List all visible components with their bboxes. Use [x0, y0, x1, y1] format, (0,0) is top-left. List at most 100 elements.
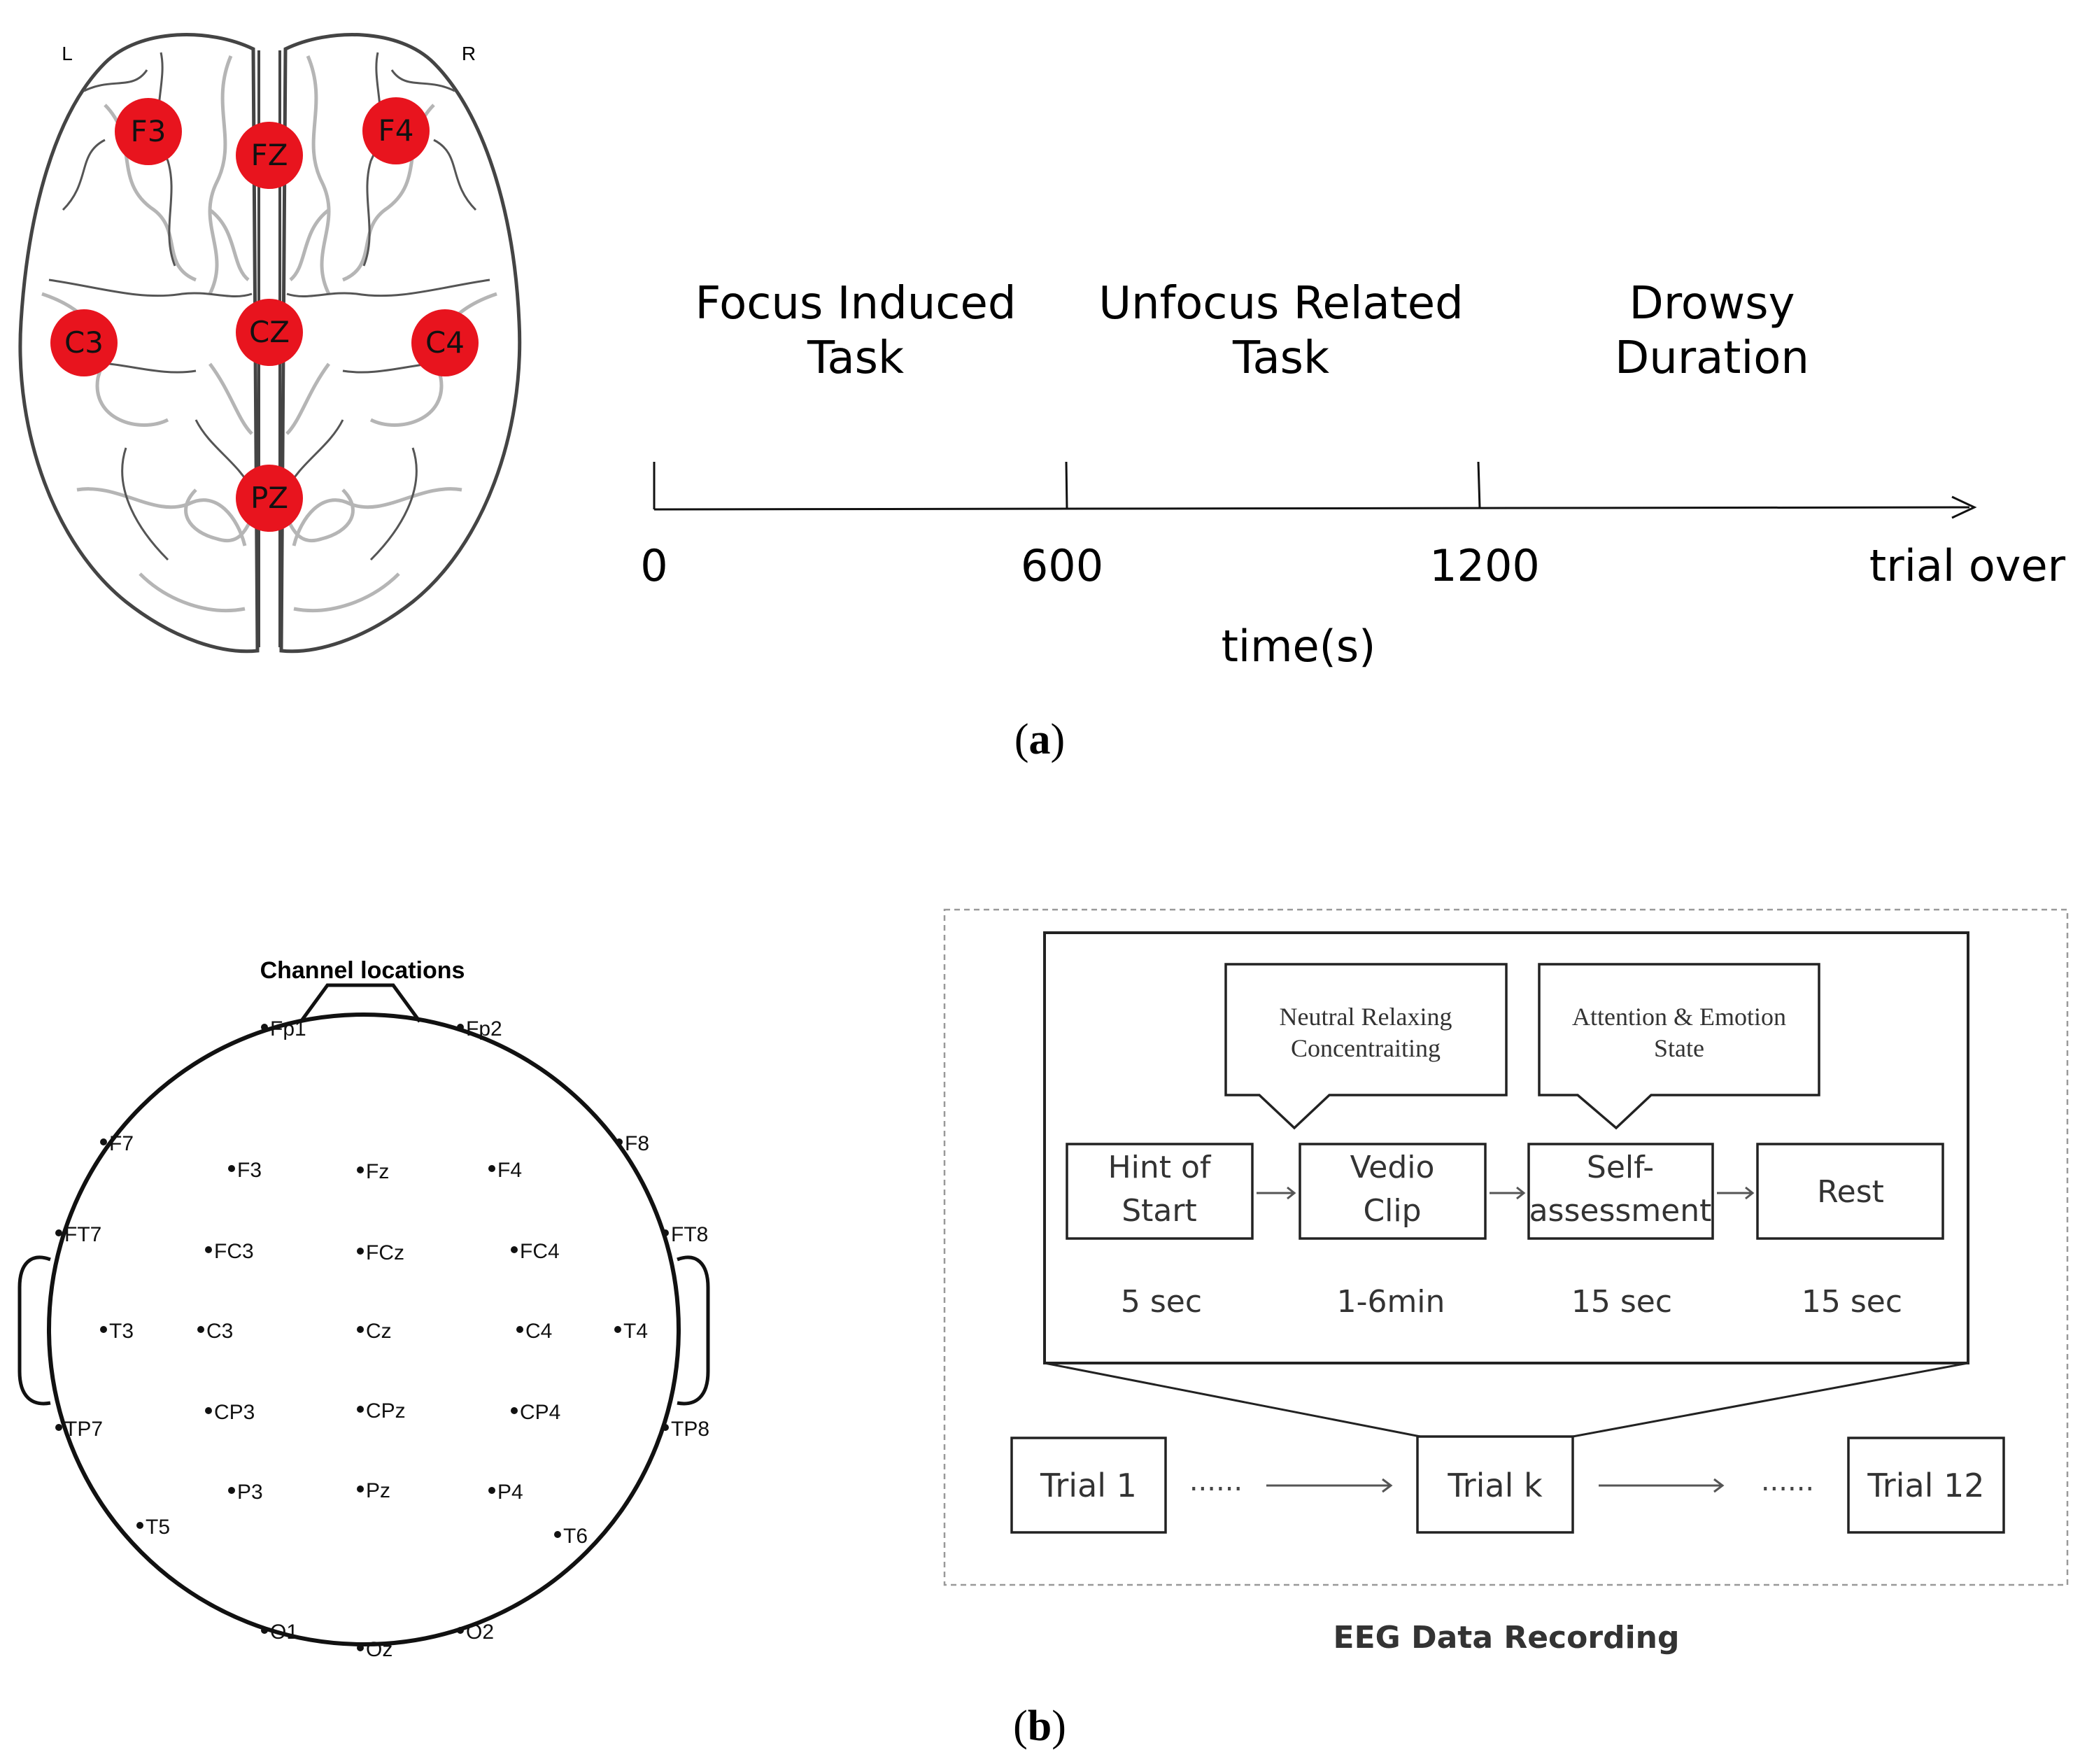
tick-label-600: 600: [1021, 540, 1103, 591]
trial-k-box: Trial k: [1416, 1435, 1574, 1534]
callout-attention-line2: State: [1654, 1034, 1704, 1062]
channel-label: CPz: [366, 1399, 406, 1423]
trial-1-box: Trial 1: [1010, 1437, 1167, 1534]
electrode-marker: [411, 309, 479, 376]
channel-label: FC4: [520, 1240, 560, 1263]
electrode-pz: PZ: [236, 465, 303, 532]
channel-label: O1: [270, 1621, 298, 1644]
caption-b: (b): [1013, 1702, 1066, 1750]
right-hemisphere-label: R: [462, 43, 476, 64]
callout-neutral: [1224, 963, 1508, 1130]
electrode-label: FZ: [251, 138, 288, 172]
phase-drowsy-line2: Duration: [1615, 332, 1809, 384]
channel-label: T5: [146, 1516, 170, 1539]
trial-label: Trial 1: [1040, 1467, 1137, 1504]
trial-12-box: Trial 12: [1847, 1437, 2005, 1534]
step-rest: Rest: [1756, 1143, 1944, 1240]
step-label-line2: Rest: [1817, 1174, 1884, 1210]
channel-label: TP8: [671, 1418, 709, 1441]
channel-labels: Fp1 Fp2 F7 F8 F3 Fz F4 FT7 FT8 FC3 FCz F…: [64, 1017, 709, 1661]
electrode-marker: [362, 97, 430, 164]
phase-focus-line1: Focus Induced: [695, 278, 1017, 330]
step-hint-of-start: Hint of Start: [1066, 1143, 1254, 1240]
electrode-marker: [236, 122, 303, 189]
channel-label: C3: [206, 1320, 233, 1343]
head-outline: [47, 1012, 681, 1646]
electrode-marker: [115, 98, 182, 165]
right-hemisphere-outline: [279, 33, 522, 654]
caption-a: (a): [1014, 716, 1065, 763]
channel-label: CP3: [214, 1401, 255, 1424]
callout-attention: [1538, 963, 1820, 1130]
zoom-line-left: [1044, 1362, 1421, 1438]
phase-unfocus-line1: Unfocus Related: [1098, 278, 1464, 330]
left-hemisphere-outline: [18, 33, 260, 654]
timeline-diagram: Focus Induced Task Unfocus Related Task …: [640, 278, 2065, 672]
electrode-c4: C4: [411, 309, 479, 376]
left-ear: [17, 1255, 51, 1406]
channel-label: Fp2: [466, 1017, 502, 1040]
electrode-cz: CZ: [236, 299, 303, 366]
tick-label-1200: 1200: [1429, 540, 1540, 591]
electrode-f4: F4: [362, 97, 430, 164]
electrode-marker: [236, 299, 303, 366]
electrode-label: F4: [378, 113, 414, 148]
tick-label-trial-over: trial over: [1869, 540, 2066, 591]
step-label-line2: Clip: [1363, 1193, 1421, 1229]
duration-video: 1-6min: [1337, 1284, 1445, 1320]
tick-label-0: 0: [640, 540, 667, 591]
phase-drowsy-line1: Drowsy: [1629, 278, 1795, 330]
duration-self-assessment: 15 sec: [1571, 1284, 1672, 1320]
electrode-c3: C3: [50, 309, 118, 376]
caption-b-letter: b: [1028, 1702, 1052, 1750]
time-axis-arrowhead: [1951, 495, 1977, 519]
brain-gyri: [41, 55, 497, 612]
zoom-line-right: [1572, 1362, 1969, 1438]
channel-markers: [55, 1024, 669, 1651]
nose: [299, 983, 422, 1023]
channel-label: T3: [109, 1320, 134, 1343]
callout-attention-line1: Attention & Emotion: [1572, 1003, 1786, 1031]
step-arrows: [1257, 1186, 1755, 1200]
caption-a-letter: a: [1029, 716, 1051, 763]
channel-label: P4: [497, 1481, 523, 1504]
eeg-recording-title: EEG Data Recording: [1333, 1620, 1680, 1656]
electrode-f3: F3: [115, 98, 182, 165]
step-self-assessment: Self- assessment: [1527, 1143, 1714, 1240]
channel-label: Fz: [366, 1160, 389, 1183]
outer-dashed-frame: [943, 908, 2069, 1586]
channel-label: F7: [109, 1132, 134, 1155]
electrode-label: PZ: [250, 481, 288, 515]
step-label-line1: Vedio: [1350, 1150, 1435, 1185]
phase-focus-line2: Task: [807, 332, 904, 384]
channel-label: Oz: [366, 1638, 392, 1661]
duration-hint: 5 sec: [1121, 1284, 1202, 1320]
step-label-line1: Hint of: [1108, 1150, 1212, 1185]
channel-label: TP7: [64, 1418, 103, 1441]
electrode-label: CZ: [249, 315, 290, 349]
channel-label: T4: [623, 1320, 648, 1343]
channel-label: O2: [466, 1621, 494, 1644]
duration-rest: 15 sec: [1802, 1284, 1902, 1320]
channel-label: F4: [497, 1159, 522, 1182]
axis-label: time(s): [1222, 621, 1376, 672]
step-label-line1: Self-: [1587, 1150, 1654, 1185]
callout-neutral-line2: Concentraiting: [1291, 1034, 1441, 1062]
step-label-line2: assessment: [1529, 1193, 1712, 1229]
phase-unfocus-line2: Task: [1232, 332, 1329, 384]
step-video-clip: Vedio Clip: [1299, 1143, 1487, 1240]
channel-label: FC3: [214, 1240, 254, 1263]
channel-label: P3: [237, 1481, 263, 1504]
time-axis: [653, 506, 1970, 511]
step-label-line2: Start: [1122, 1193, 1197, 1229]
channel-label: FT7: [64, 1223, 101, 1246]
brain-diagram: L R: [18, 33, 522, 654]
channel-label: Pz: [366, 1479, 390, 1502]
channel-label: F8: [625, 1132, 649, 1155]
channel-label: T6: [563, 1525, 588, 1548]
trial-ellipsis-right: ......: [1761, 1465, 1814, 1497]
head-map-title: Channel locations: [260, 957, 465, 984]
electrode-marker: [236, 465, 303, 532]
trial-arrows: [1266, 1478, 1725, 1493]
